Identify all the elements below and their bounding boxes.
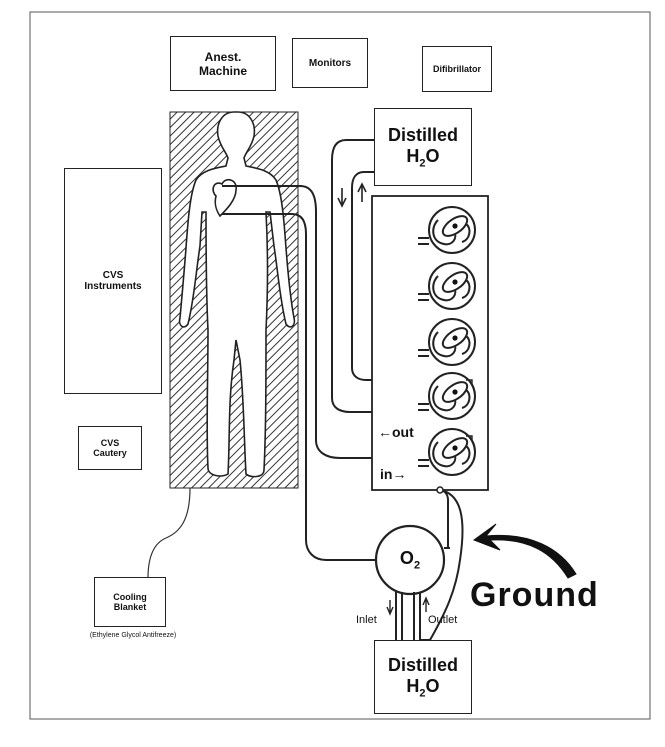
cooling-blanket-line [147,487,191,579]
cvs-instruments-box: CVS Instruments [64,168,162,394]
outlet-hose [413,592,421,640]
water-top-loop-inner [351,171,420,381]
cvs-cautery-label: CVS Cautery [93,438,127,458]
anesthesia-machine-label: Anest. Machine [198,49,247,78]
cvs-instruments-label: CVS Instruments [84,270,142,292]
distilled-water-top-line2: H2O [406,145,440,170]
arrow-up-top [357,182,367,202]
pump-out-label: ←out [378,424,414,440]
distilled-water-top-line1: Distilled [387,124,458,145]
defibrillator-label: Difibrillator [432,64,481,74]
pump-rotation-arrow-4 [466,379,476,405]
distilled-water-top-box: Distilled H2O [374,108,472,186]
distilled-water-bottom-box: Distilled H2O [374,640,472,714]
inlet-label: Inlet [356,614,377,626]
monitors-label: Monitors [308,57,352,69]
arrow-up-outlet [422,596,430,612]
ground-arrow [472,523,577,579]
inlet-hose [395,592,403,640]
monitors-box: Monitors [292,38,368,88]
oxygenator-label: O2 [399,548,421,572]
oxygenator-to-pump-line [439,489,449,548]
arrow-down-top [337,188,347,208]
distilled-water-bottom-line1: Distilled [387,654,458,675]
arrow-down-inlet [386,600,394,616]
distilled-water-bottom-line2: H2O [406,675,440,700]
water-top-loop-outer [331,139,420,413]
pump-rotation-arrow-5 [466,435,476,461]
cooling-blanket-label: Cooling Blanket [113,592,147,612]
cooling-blanket-note: (Ethylene Glycol Antifreeze) [89,632,177,639]
cooling-blanket-box: Cooling Blanket [94,577,166,627]
ground-return-line [420,489,464,641]
pump-in-label: in→ [380,466,407,482]
anesthesia-machine-box: Anest. Machine [170,36,276,91]
heart-inflow-line [222,213,374,561]
cvs-cautery-box: CVS Cautery [78,426,142,470]
defibrillator-box: Difibrillator [422,46,492,92]
patient-figure [178,111,296,478]
heart-illustration [212,178,237,218]
ground-label: Ground [470,576,599,614]
page-frame [29,11,651,720]
outlet-label: Outlet [428,614,458,626]
ground-point [436,486,444,494]
heart-outflow-line [222,185,468,459]
